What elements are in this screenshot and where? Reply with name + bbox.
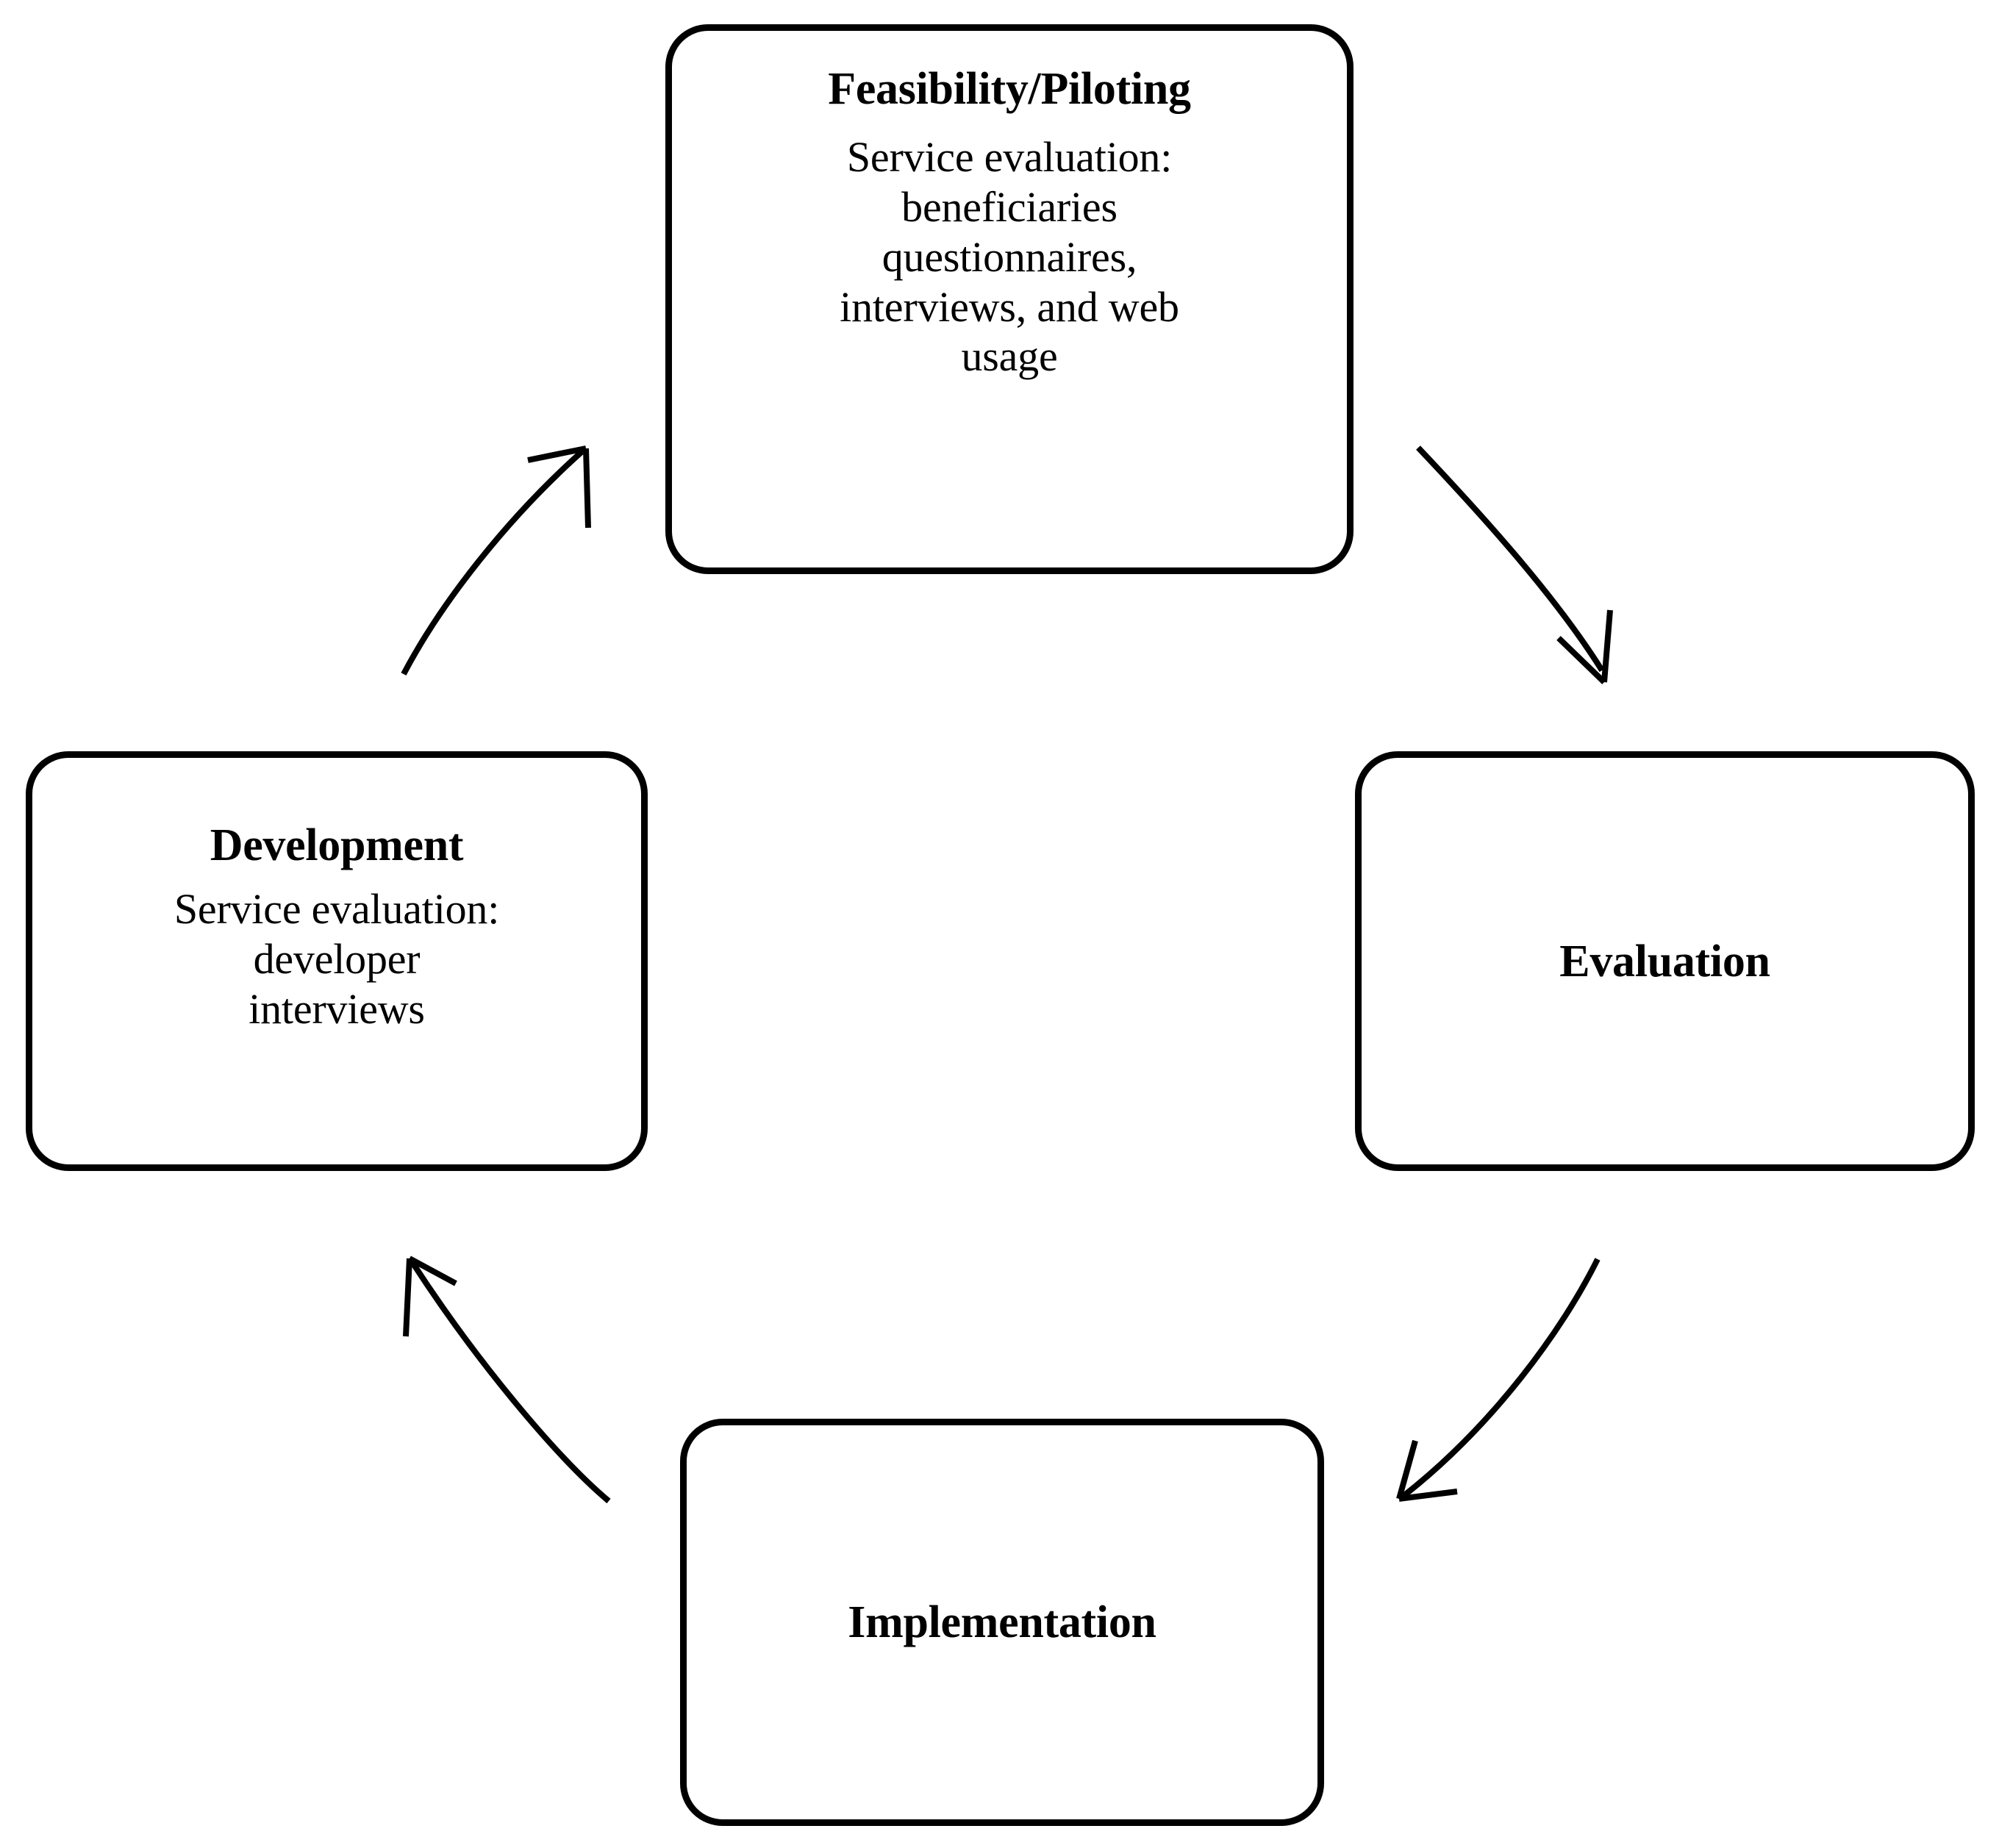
node-body-line: questionnaires, [882,232,1137,281]
node-body-development: Service evaluation: developer interviews [174,884,500,1034]
node-title-implementation: Implementation [848,1597,1156,1647]
node-body-line: usage [961,332,1058,381]
arrow-feasibility-to-evaluation [1416,445,1613,684]
node-body-line: interviews, and web [840,282,1179,331]
arrow-evaluation-to-implementation [1396,1258,1601,1502]
node-body-line: developer [253,934,421,983]
node-title-development: Development [210,820,464,870]
node-body-line: Service evaluation: [846,133,1173,181]
node-development[interactable]: Development Service evaluation: develope… [26,751,648,1171]
node-evaluation[interactable]: Evaluation [1355,751,1975,1171]
node-implementation[interactable]: Implementation [680,1419,1324,1826]
node-feasibility-piloting[interactable]: Feasibility/Piloting Service evaluation:… [665,24,1353,574]
node-body-line: beneficiaries [901,182,1117,231]
node-body-line: interviews [248,984,425,1033]
node-body-line: Service evaluation: [174,885,500,933]
node-title-evaluation: Evaluation [1559,936,1770,986]
arrow-implementation-to-development [403,1256,611,1504]
node-body-feasibility: Service evaluation: beneficiaries questi… [840,132,1179,382]
node-title-feasibility: Feasibility/Piloting [828,64,1191,114]
arrow-development-to-feasibility [401,445,591,676]
